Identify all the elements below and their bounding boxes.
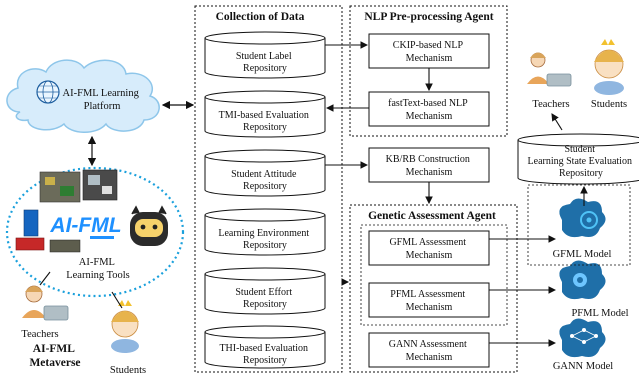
evaluation-repository-label: Student Learning State Evaluation Reposi… [528, 144, 635, 179]
repository-learning-environment: Learning Environment Repository [204, 208, 326, 256]
evaluation-repository: Student Learning State Evaluation Reposi… [517, 133, 639, 185]
gann-model-label: GANN Model [553, 361, 613, 372]
mechanism-label-line1: PFML Assessment [390, 289, 465, 300]
mechanism-label-line2: Mechanism [406, 111, 453, 122]
mechanism-label-line1: fastText-based NLP [388, 98, 468, 109]
mechanism-label: CKIP-based NLP Mechanism [393, 40, 465, 64]
tools-label: AI-FML Learning Tools [66, 257, 130, 281]
student-icon [111, 300, 139, 353]
evaluation-label-line3: Repository [559, 168, 603, 179]
repository-label-line2: Repository [243, 299, 287, 310]
repository-label-line1: Student Attitude [231, 169, 297, 180]
metaverse-students-label: Students [110, 365, 146, 376]
teacher-icon [527, 52, 572, 87]
collection-title: Collection of Data [216, 11, 305, 23]
gfml-mechanism-box: GFML Assessment Mechanism [368, 230, 490, 266]
teacher-icon [22, 285, 69, 321]
mechanism-label-line2: Mechanism [406, 302, 453, 313]
tools-student-link [111, 291, 123, 309]
repository-label-line1: Learning Environment [218, 228, 309, 239]
mechanism-label: fastText-based NLP Mechanism [388, 98, 470, 122]
repository-label: THI-based Evaluation Repository [219, 343, 310, 366]
ai-fml-logo-text: AI-FML [49, 214, 121, 237]
mechanism-label-line2: Mechanism [406, 53, 453, 64]
fasttext-mechanism-box: fastText-based NLP Mechanism [368, 91, 490, 127]
pfml-model-icon [559, 260, 606, 300]
repository-label-line2: Repository [243, 63, 287, 74]
repository-label: Student Effort Repository [235, 287, 294, 310]
mechanism-label-line1: CKIP-based NLP [393, 40, 464, 51]
repository-label-line2: Repository [243, 355, 287, 366]
mechanism-label-line2: Mechanism [406, 352, 453, 363]
pfml-model-label: PFML Model [571, 308, 628, 319]
device-image [15, 237, 45, 251]
mechanism-label-line2: Mechanism [406, 250, 453, 261]
ckip-mechanism-box: CKIP-based NLP Mechanism [368, 33, 490, 69]
evaluation-label-line1: Student [564, 144, 595, 155]
metaverse-caption: AI-FML Metaverse [29, 343, 80, 369]
gann-model-icon [559, 318, 606, 358]
repository-label-line1: Student Label [236, 51, 292, 62]
repository-label: Learning Environment Repository [218, 228, 311, 251]
repository-label: Student Label Repository [236, 51, 294, 74]
tools-label-line2: Learning Tools [66, 270, 130, 281]
repository-label-line1: THI-based Evaluation [219, 343, 308, 354]
repository-label: Student Attitude Repository [231, 169, 299, 192]
metaverse-caption-line2: Metaverse [29, 357, 80, 369]
nlp-title: NLP Pre-processing Agent [364, 11, 493, 23]
genetic-agent-box [349, 204, 518, 373]
repository-tmi-evaluation: TMI-based Evaluation Repository [204, 90, 326, 138]
kbrb-mechanism-box: KB/RB Construction Mechanism [368, 147, 490, 183]
kbrb-label-line1: KB/RB Construction [386, 154, 470, 165]
platform-label-line1: AI-FML Learning [63, 88, 140, 99]
metaverse-caption-line1: AI-FML [33, 343, 75, 355]
platform-cloud: AI-FML Learning Platform [6, 59, 160, 133]
globe-icon [36, 80, 60, 104]
gfml-model-icon [559, 198, 606, 238]
mechanism-label: PFML Assessment Mechanism [390, 289, 467, 313]
evaluation-label-line2: Learning State Evaluation [528, 156, 632, 167]
pfml-mechanism-box: PFML Assessment Mechanism [368, 282, 490, 318]
logo-subtext [90, 236, 114, 239]
board-image [49, 239, 81, 253]
fml-group-box [360, 224, 508, 326]
repository-label-line1: TMI-based Evaluation [219, 110, 309, 121]
student-icon [594, 39, 624, 95]
collection-box [194, 5, 343, 373]
kbrb-label-line2: Mechanism [406, 167, 453, 178]
mechanism-label-line1: GANN Assessment [389, 339, 467, 350]
tools-teacher-link [39, 271, 51, 286]
repository-label-line2: Repository [243, 240, 287, 251]
kbrb-label: KB/RB Construction Mechanism [386, 154, 473, 178]
robot-icon [130, 205, 168, 246]
tools-label-line1: AI-FML [79, 257, 115, 268]
mechanism-label-line1: GFML Assessment [389, 237, 466, 248]
evaluation-to-users-arrow [551, 113, 563, 131]
platform-label: AI-FML Learning Platform [63, 88, 142, 112]
nlp-agent-box [349, 5, 508, 137]
repository-label-line1: Student Effort [235, 287, 292, 298]
mechanism-label: GFML Assessment Mechanism [389, 237, 468, 261]
learning-tools-ellipse: AI-FML AI-FML Learning Tools [5, 166, 185, 298]
repository-student-effort: Student Effort Repository [204, 267, 326, 315]
evaluation-teachers-label: Teachers [532, 99, 569, 110]
platform-label-line2: Platform [84, 101, 121, 112]
cloud-shape [6, 59, 160, 133]
repository-label-line2: Repository [243, 122, 287, 133]
metaverse-teachers-label: Teachers [21, 329, 58, 340]
evaluation-students-label: Students [591, 99, 627, 110]
device-image [23, 209, 39, 237]
mechanism-label: GANN Assessment Mechanism [389, 339, 470, 363]
repository-label-line2: Repository [243, 181, 287, 192]
genetic-title: Genetic Assessment Agent [368, 210, 496, 222]
repository-student-attitude: Student Attitude Repository [204, 149, 326, 197]
models-group-box [527, 184, 631, 266]
gann-mechanism-box: GANN Assessment Mechanism [368, 332, 490, 368]
repository-label: TMI-based Evaluation Repository [219, 110, 312, 133]
gfml-model-label: GFML Model [553, 249, 612, 260]
repository-student-label: Student Label Repository [204, 31, 326, 79]
repository-thi-evaluation: THI-based Evaluation Repository [204, 325, 326, 369]
